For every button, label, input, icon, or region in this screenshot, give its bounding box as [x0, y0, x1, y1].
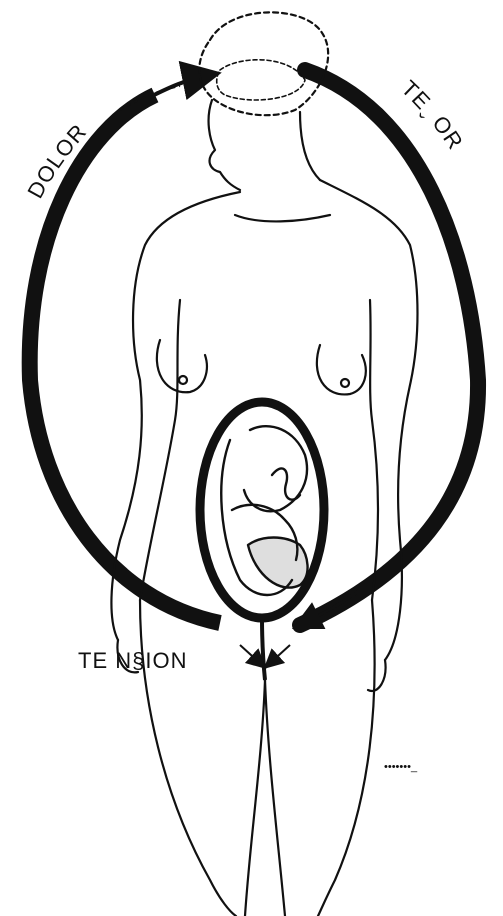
- right-breast: [317, 345, 366, 394]
- inner-right-leg: [265, 680, 285, 916]
- right-hand: [368, 660, 386, 691]
- label-tension: TE N§ION: [78, 648, 187, 673]
- right-nipple: [341, 379, 349, 387]
- inner-left-leg: [245, 680, 265, 916]
- right-leg: [318, 600, 375, 916]
- temor-arrow: [300, 70, 478, 625]
- torso-right: [370, 300, 378, 600]
- left-nipple: [179, 376, 187, 384]
- face-profile: [209, 100, 240, 190]
- tension-arrow-right: [268, 645, 290, 665]
- brain-outline: [217, 60, 305, 100]
- birth-canal: [262, 618, 265, 680]
- tension-arrow-left: [240, 645, 262, 665]
- neck-right: [300, 112, 320, 180]
- torso-left: [140, 300, 180, 600]
- uterus: [200, 402, 324, 680]
- collar-line: [235, 215, 330, 221]
- artist-signature: •••••••_: [384, 761, 418, 773]
